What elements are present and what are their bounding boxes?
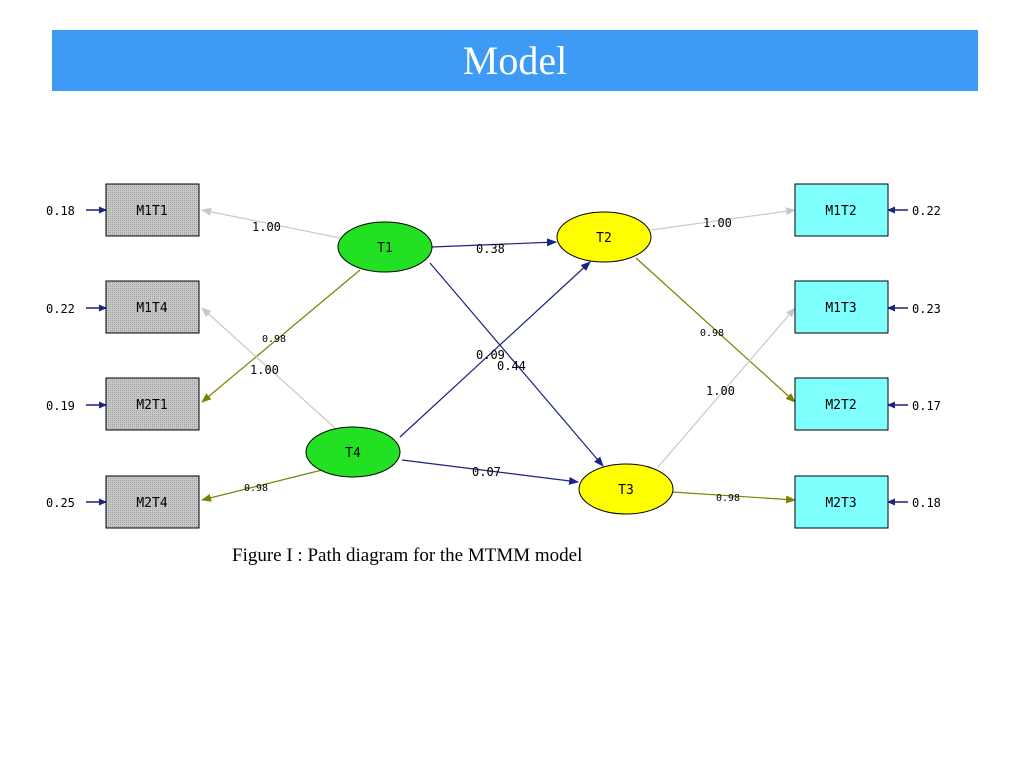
path-value-t1-t2: 0.38 bbox=[476, 242, 505, 256]
observed-m1t2-label: M1T2 bbox=[825, 204, 856, 219]
error-value-m2t4: 0.25 bbox=[46, 496, 75, 510]
loading-t1-m1t1: 1.00 bbox=[252, 220, 281, 234]
latent-t3: T3 bbox=[578, 463, 674, 515]
path-value-t1-t3: 0.44 bbox=[497, 359, 526, 373]
observed-m2t1-label: M2T1 bbox=[136, 398, 167, 413]
loading-t3-m2t3: 0.98 bbox=[716, 493, 740, 504]
observed-m2t1: M2T1 bbox=[105, 377, 200, 431]
latent-t1-label: T1 bbox=[377, 241, 393, 256]
loading-t1-m2t1: 0.98 bbox=[262, 334, 286, 345]
path-t3-m2t3 bbox=[671, 491, 796, 504]
path-t1-m1t1 bbox=[201, 207, 341, 239]
error-value-m2t1: 0.19 bbox=[46, 399, 75, 413]
error-value-m1t2: 0.22 bbox=[912, 204, 941, 218]
latent-t2-label: T2 bbox=[596, 231, 612, 246]
latent-t4: T4 bbox=[305, 426, 401, 478]
observed-m2t2: M2T2 bbox=[794, 377, 889, 431]
path-t1-m2t1 bbox=[201, 269, 361, 403]
loading-t3-m1t3: 1.00 bbox=[706, 384, 735, 398]
latent-t1: T1 bbox=[337, 221, 433, 273]
observed-m2t2-label: M2T2 bbox=[825, 398, 856, 413]
path-t4-t2 bbox=[399, 261, 591, 438]
error-value-m1t1: 0.18 bbox=[46, 204, 75, 218]
error-value-m2t3: 0.18 bbox=[912, 496, 941, 510]
error-value-m2t2: 0.17 bbox=[912, 399, 941, 413]
path-t1-t3 bbox=[429, 262, 604, 467]
path-t4-m2t4 bbox=[201, 469, 323, 502]
error-value-m1t4: 0.22 bbox=[46, 302, 75, 316]
path-value-t4-t3: 0.07 bbox=[472, 465, 501, 479]
error-value-m1t3: 0.23 bbox=[912, 302, 941, 316]
observed-m1t1: M1T1 bbox=[105, 183, 200, 237]
observed-m1t3-label: M1T3 bbox=[825, 301, 856, 316]
observed-m1t3: M1T3 bbox=[794, 280, 889, 334]
figure-caption: Figure I : Path diagram for the MTMM mod… bbox=[232, 545, 583, 566]
observed-m1t4: M1T4 bbox=[105, 280, 200, 334]
loading-t2-m2t2: 0.98 bbox=[700, 328, 724, 339]
path-t1-t2 bbox=[431, 238, 557, 248]
observed-m1t2: M1T2 bbox=[794, 183, 889, 237]
observed-m2t3-label: M2T3 bbox=[825, 496, 856, 511]
latent-t4-label: T4 bbox=[345, 446, 361, 461]
path-t2-m2t2 bbox=[635, 257, 796, 403]
path-t3-m1t3 bbox=[657, 307, 796, 468]
path-value-t4-t2: 0.09 bbox=[476, 348, 505, 362]
title-bar: Model bbox=[52, 30, 978, 91]
loading-t2-m1t2: 1.00 bbox=[703, 216, 732, 230]
observed-m2t4: M2T4 bbox=[105, 475, 200, 529]
latent-t3-label: T3 bbox=[618, 483, 634, 498]
path-t2-m1t2 bbox=[650, 207, 796, 231]
loading-t4-m1t4: 1.00 bbox=[250, 363, 279, 377]
path-t4-m1t4 bbox=[201, 307, 336, 429]
observed-m2t3: M2T3 bbox=[794, 475, 889, 529]
loading-t4-m2t4: 0.98 bbox=[244, 483, 268, 494]
observed-m1t4-label: M1T4 bbox=[136, 301, 167, 316]
path-t4-t3 bbox=[401, 459, 579, 485]
observed-m1t1-label: M1T1 bbox=[136, 204, 167, 219]
latent-t2: T2 bbox=[556, 211, 652, 263]
observed-m2t4-label: M2T4 bbox=[136, 496, 167, 511]
slide-title: Model bbox=[462, 38, 568, 83]
